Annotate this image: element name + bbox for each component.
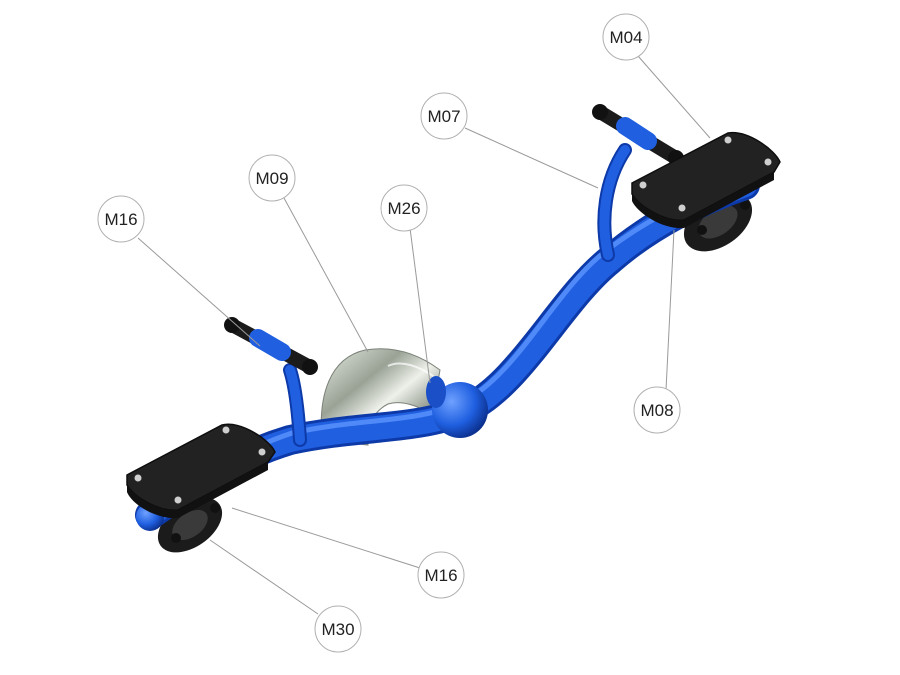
front-handle-grip <box>224 317 318 375</box>
leader-m09 <box>283 197 369 353</box>
center-pivot-ball <box>426 376 488 438</box>
bolt-icon <box>678 204 686 212</box>
leader-m30 <box>209 539 319 615</box>
svg-text:M09: M09 <box>255 169 288 188</box>
seesaw-rocker-illustration <box>126 104 781 553</box>
svg-text:M26: M26 <box>387 199 420 218</box>
svg-text:M08: M08 <box>640 401 673 420</box>
rear-foot-pad <box>631 132 781 229</box>
callout-m16-top: M16 <box>97 195 145 243</box>
rear-handle-upright <box>597 143 632 262</box>
callout-m26: M26 <box>380 184 428 232</box>
callout-m09: M09 <box>248 154 296 202</box>
callout-m08: M08 <box>633 386 681 434</box>
svg-text:M07: M07 <box>427 107 460 126</box>
leader-m07 <box>464 127 599 189</box>
leader-m04 <box>637 55 711 139</box>
svg-text:M16: M16 <box>104 210 137 229</box>
bolt-icon <box>258 448 266 456</box>
callout-m07: M07 <box>420 92 468 140</box>
leader-m08 <box>665 229 675 391</box>
front-handle-upright <box>283 363 307 447</box>
leader-lines <box>137 55 711 615</box>
callout-m30: M30 <box>314 605 362 653</box>
front-foot-pad <box>126 423 276 519</box>
bolt-icon <box>134 474 142 482</box>
rear-handle-grip <box>592 104 684 166</box>
svg-text:M16: M16 <box>424 566 457 585</box>
bolt-icon <box>724 136 732 144</box>
svg-text:M30: M30 <box>321 620 354 639</box>
bolt-icon <box>222 426 230 434</box>
leader-m26 <box>409 227 431 384</box>
bolt-icon <box>639 181 647 189</box>
leader-m16-top <box>137 237 261 347</box>
bolt-icon <box>174 496 182 504</box>
svg-text:M04: M04 <box>609 28 642 47</box>
bolt-icon <box>764 158 772 166</box>
callout-m04: M04 <box>602 13 650 61</box>
leader-m16-bottom <box>231 507 421 569</box>
callout-m16-bottom: M16 <box>417 551 465 599</box>
